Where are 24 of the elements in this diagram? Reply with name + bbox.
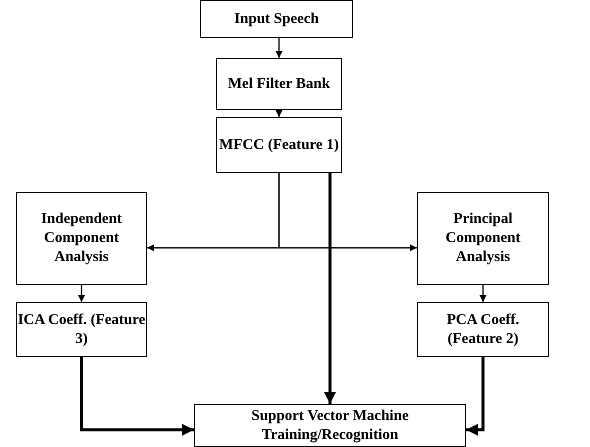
arrow — [78, 285, 85, 302]
box-label: Independent Component Analysis — [40, 210, 123, 267]
box-label: ICA Coeff. (Feature 3) — [17, 310, 146, 348]
process-box — [417, 302, 549, 357]
box-label: Support Vector Machine Training/Recognition — [250, 406, 410, 444]
process-box — [16, 302, 147, 357]
arrow — [466, 357, 484, 436]
box-label: MFCC (Feature 1) — [219, 136, 339, 154]
box-label: Mel Filter Bank — [228, 74, 330, 94]
arrow — [276, 110, 282, 117]
process-box — [216, 58, 342, 110]
process-box — [200, 0, 353, 38]
process-box — [417, 192, 549, 285]
arrow — [278, 173, 417, 252]
arrow — [324, 173, 336, 404]
box-label: Principal Component Analysis — [444, 210, 522, 267]
arrow — [480, 285, 486, 302]
arrow — [80, 357, 194, 436]
process-box — [216, 117, 342, 173]
process-box — [194, 404, 466, 447]
box-label: PCA Coeff. (Feature 2) — [446, 310, 520, 348]
arrow — [276, 38, 282, 58]
process-box — [16, 192, 147, 285]
box-label: Input Speech — [234, 10, 319, 28]
